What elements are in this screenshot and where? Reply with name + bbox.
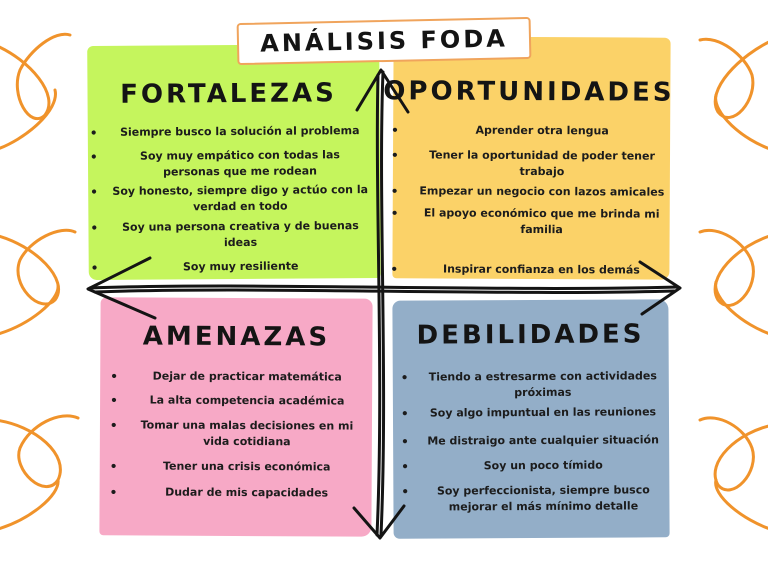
list-item: Tiendo a estresarme con actividades próx… (421, 368, 665, 401)
oportunidades-quadrant: OPORTUNIDADES Aprender otra lengua Tener… (383, 36, 675, 280)
list-item: Tener una crisis económica (130, 458, 364, 475)
loop-left-bottom-icon (0, 414, 80, 530)
amenazas-title: AMENAZAS (142, 321, 331, 353)
list-item: Soy muy empático con todas las personas … (110, 147, 370, 181)
oportunidades-title: OPORTUNIDADES (383, 76, 675, 108)
list-item: Aprender otra lengua (411, 122, 673, 139)
oportunidades-list: Aprender otra lengua Tener la oportunida… (410, 122, 673, 278)
loop-right-middle-icon (698, 229, 768, 335)
loop-left-top-icon (0, 32, 72, 150)
list-item: Soy un poco tímido (421, 457, 665, 474)
list-item: Dudar de mis capacidades (130, 484, 364, 501)
amenazas-quadrant: AMENAZAS Dejar de practicar matemática L… (99, 297, 373, 537)
debilidades-quadrant: DEBILIDADES Tiendo a estresarme con acti… (392, 299, 670, 539)
list-item: Tomar una malas decisiones en mi vida co… (130, 417, 364, 450)
list-item: La alta competencia académica (130, 392, 364, 409)
fortalezas-title: FORTALEZAS (120, 78, 337, 110)
main-title-box: ANÁLISIS FODA (236, 16, 532, 66)
list-item: Soy una persona creativa y de buenas ide… (110, 218, 370, 252)
list-item: Dejar de practicar matemática (130, 368, 364, 385)
list-item: Me distraigo ante cualquier situación (421, 432, 665, 449)
list-item: Siempre busco la solución al problema (110, 123, 370, 141)
list-item: Tener la oportunidad de poder tener trab… (411, 147, 673, 180)
amenazas-list: Dejar de practicar matemática La alta co… (130, 368, 365, 501)
fortalezas-quadrant: FORTALEZAS Siempre busco la solución al … (87, 43, 381, 281)
loop-left-middle-icon (0, 228, 77, 335)
fortalezas-list: Siempre busco la solución al problema So… (110, 123, 371, 276)
debilidades-list: Tiendo a estresarme con actividades próx… (421, 368, 666, 515)
list-item: Soy algo impuntual en las reuniones (421, 404, 665, 421)
list-item: Empezar un negocio con lazos amicales (411, 183, 673, 200)
list-item: Soy perfeccionista, siempre busco mejora… (421, 482, 665, 515)
loop-right-bottom-icon (698, 416, 768, 530)
list-item: Soy muy resiliente (111, 258, 371, 276)
debilidades-title: DEBILIDADES (416, 319, 645, 351)
list-item: El apoyo económico que me brinda mi fami… (411, 205, 673, 238)
list-item: Soy honesto, siempre digo y actúo con la… (110, 182, 370, 216)
page-title: ANÁLISIS FODA (259, 24, 509, 58)
loop-right-top-icon (698, 37, 768, 150)
list-item: Inspirar confianza en los demás (410, 261, 672, 278)
